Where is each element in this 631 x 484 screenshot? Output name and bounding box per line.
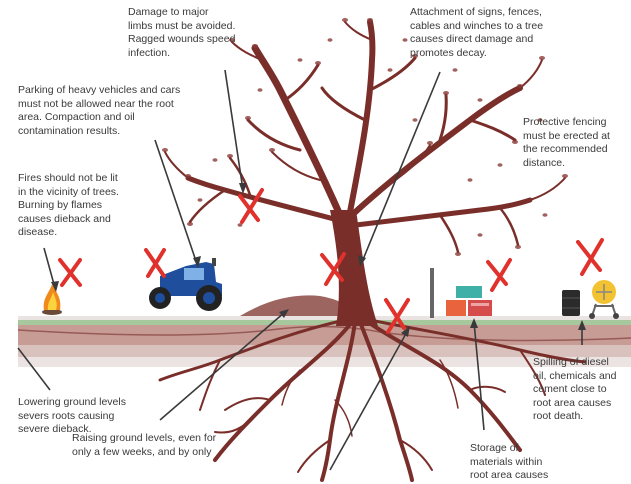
materials-icon: [446, 286, 492, 316]
annotation-signs: Attachment of signs, fences, cables and …: [410, 6, 543, 60]
cross-tractor: [146, 250, 164, 276]
cross-fire: [60, 260, 80, 285]
annotation-spilling: Spilling of diesel oil, chemicals and ce…: [533, 356, 616, 424]
annotation-raising: Raising ground levels, even for only a f…: [72, 432, 216, 459]
annotation-limbs: Damage to major limbs must be avoided. R…: [128, 6, 235, 60]
annotation-parking: Parking of heavy vehicles and cars must …: [18, 84, 180, 138]
cross-materials: [488, 260, 510, 290]
oil-drum-icon: [562, 290, 580, 316]
cement-mixer-icon: [589, 280, 619, 319]
fence-post-icon: [430, 268, 434, 318]
fire-icon: [42, 284, 62, 315]
annotation-storage: Storage of materials within root area ca…: [470, 442, 548, 483]
annotation-fires: Fires should not be lit in the vicinity …: [18, 172, 119, 240]
cross-oil: [578, 240, 602, 274]
annotation-lowering: Lowering ground levels severs roots caus…: [18, 396, 126, 437]
tractor-icon: [149, 258, 222, 311]
annotation-fencing: Protective fencing must be erected at th…: [523, 116, 610, 170]
